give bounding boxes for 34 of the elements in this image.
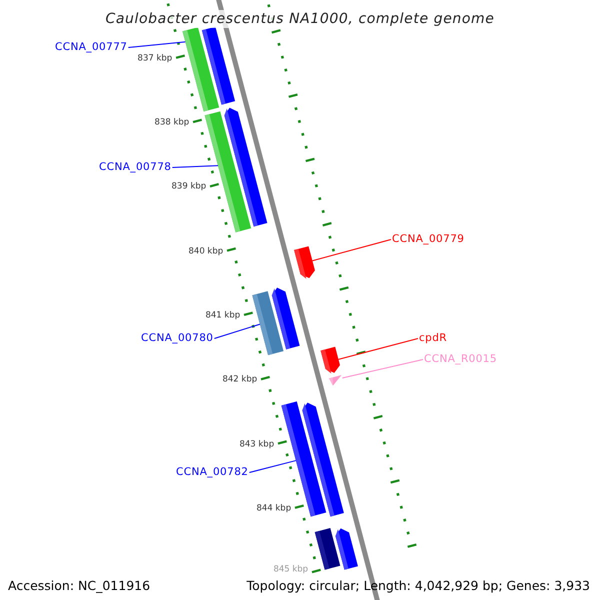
scale-label: 842 kbp [222,374,258,386]
scale-label: 839 kbp [172,182,206,193]
gene-feature [204,111,252,232]
scale-label: 844 kbp [256,503,292,514]
leader-line [312,239,392,262]
scale-label: 845 kbp [273,564,308,576]
gene-label: CCNA_00778 [99,161,172,174]
scale-label: 843 kbp [239,439,274,450]
gene-feature [320,346,340,374]
gene-label: CCNA_00779 [392,233,464,246]
scale-label: 841 kbp [205,310,240,322]
gene-label: CCNA_R0015 [424,353,497,366]
leader-line [338,338,418,360]
leader-line [248,460,296,473]
leader-line [214,324,260,339]
gene-feature [335,528,358,570]
scale-label: 838 kbp [154,118,190,129]
gene-label: cpdR [419,332,447,345]
leader-line [342,359,424,378]
gene-feature [302,402,344,517]
gene-label: CCNA_00780 [141,332,214,345]
gene-feature [202,26,236,105]
leader-line [172,165,218,168]
scale-label: 840 kbp [188,246,224,258]
gene-feature [314,528,340,570]
gene-feature [294,246,315,279]
gene-feature [252,291,284,356]
leader-line [128,41,186,48]
accession-text: Accession: NC_011916 [7,577,152,594]
gene-label: CCNA_00777 [55,41,128,54]
gene-feature [329,375,342,386]
gene-label: CCNA_00782 [176,466,248,479]
scale-label: 837 kbp [138,53,172,64]
genome-info-text: Topology: circular; Length: 4,042,929 bp; Genes: 3,933 [246,577,591,594]
